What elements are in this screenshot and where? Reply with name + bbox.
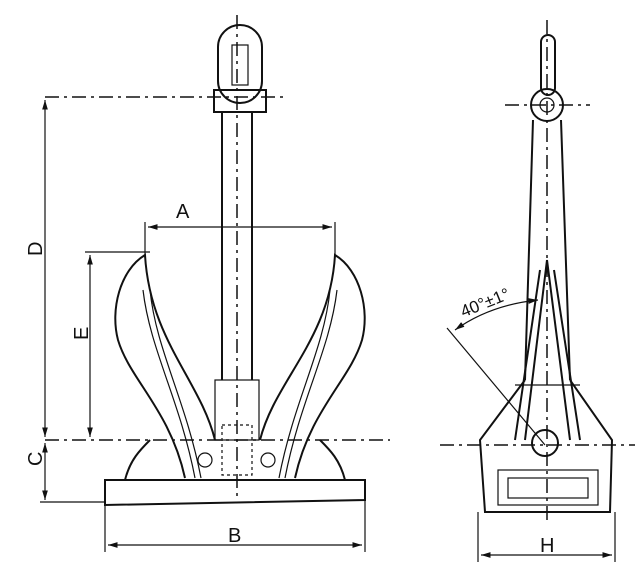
side-view: 40°±1° H	[440, 20, 635, 562]
label-h: H	[540, 535, 554, 557]
side-shank	[524, 119, 571, 381]
crown	[104, 479, 366, 507]
shackle	[217, 24, 263, 104]
shank	[221, 112, 253, 380]
label-b: B	[228, 525, 241, 547]
label-angle: 40°±1°	[458, 284, 513, 321]
label-a: A	[176, 201, 190, 223]
label-c: C	[25, 452, 47, 466]
left-fluke	[114, 253, 216, 479]
angle-arc	[454, 298, 539, 331]
label-e: E	[71, 327, 93, 340]
front-view: A B C D E	[25, 15, 390, 552]
right-fluke	[259, 253, 366, 479]
side-crown	[478, 379, 614, 513]
label-d: D	[25, 242, 47, 256]
